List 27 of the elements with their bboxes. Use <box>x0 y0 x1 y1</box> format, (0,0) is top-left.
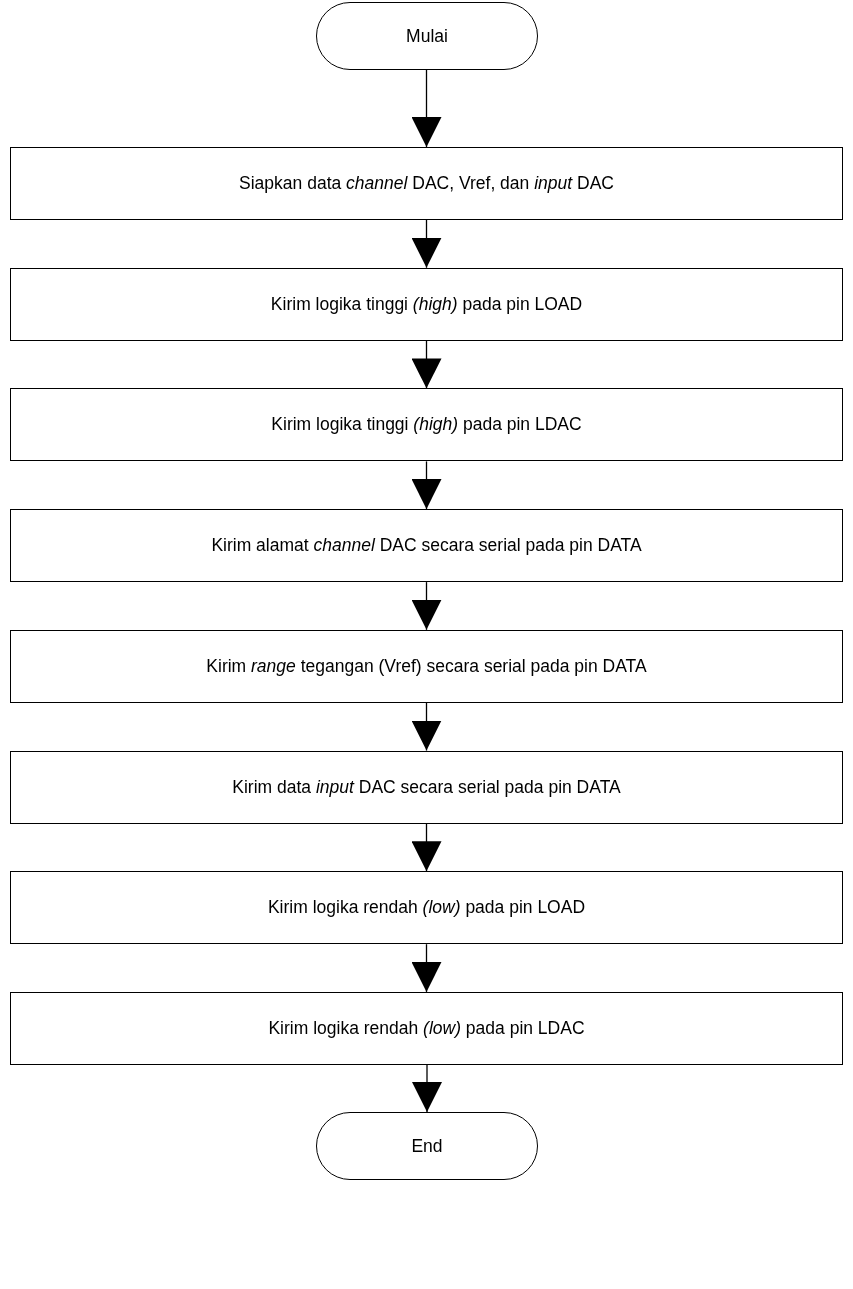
arrow <box>411 822 442 872</box>
step-text: Kirim alamat channel DAC secara serial pada pin DATA <box>210 535 643 557</box>
step-text: End <box>410 1135 444 1157</box>
step-text: Kirim logika tinggi (high) pada pin LDAC <box>270 414 583 436</box>
step-text: Kirim logika rendah (low) pada pin LDAC <box>267 1017 586 1039</box>
step-text: Kirim logika rendah (low) pada pin LOAD <box>266 897 587 919</box>
step-text: Kirim data input DAC secara serial pada pin DATA <box>231 776 622 798</box>
step-text: Kirim logika tinggi (high) pada pin LOAD <box>269 293 584 315</box>
step-text: Siapkan data channel DAC, Vref, dan input DAC <box>238 173 615 194</box>
process-box <box>10 991 843 1065</box>
arrow <box>411 943 442 993</box>
process-box <box>10 147 843 220</box>
process-box <box>10 267 843 341</box>
step-text: Mulai <box>405 25 449 47</box>
step-text: Kirim range tegangan (Vref) secara serial pada pin DATA <box>205 655 648 677</box>
process-box <box>10 509 843 583</box>
process-box <box>10 388 843 462</box>
process-box <box>10 750 843 824</box>
process-box <box>10 871 843 945</box>
arrow <box>412 1064 442 1113</box>
arrow <box>411 702 442 752</box>
arrow <box>411 340 442 390</box>
arrow <box>411 460 442 510</box>
process-box <box>10 629 843 703</box>
arrow <box>411 219 442 269</box>
arrow <box>411 581 442 631</box>
arrow <box>411 69 442 148</box>
